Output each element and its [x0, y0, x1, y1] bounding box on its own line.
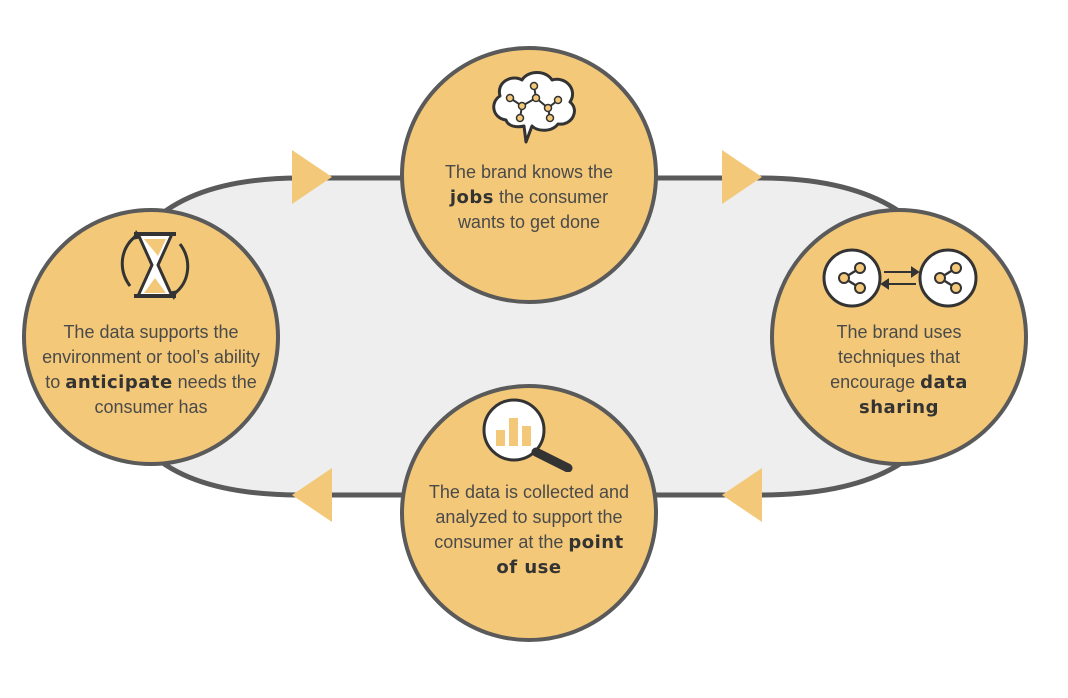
node-jobs: The brand knows the jobs the consumer wa…: [400, 46, 658, 304]
arrow-top-left: [292, 150, 332, 204]
arrow-top-right: [722, 150, 762, 204]
node-data-sharing-text: The brand uses techniques that encourage…: [830, 322, 968, 418]
node-point-of-use-text: The data is collected and analyzed to su…: [428, 482, 630, 578]
node-anticipate-text: The data supports the environment or too…: [42, 322, 260, 417]
node-jobs-text: The brand knows the jobs the consumer wa…: [444, 162, 614, 232]
arrow-bottom-right: [722, 468, 762, 522]
arrow-bottom-left: [292, 468, 332, 522]
data-sharing-icon: [822, 248, 978, 308]
node-data-sharing: The brand uses techniques that encourage…: [770, 208, 1028, 466]
node-anticipate: The data supports the environment or too…: [22, 208, 280, 466]
node-point-of-use: The data is collected and analyzed to su…: [400, 384, 658, 642]
brain-network-icon: [492, 71, 576, 144]
magnify-chart-icon: [482, 398, 573, 472]
hourglass-cycle-icon: [120, 230, 190, 300]
